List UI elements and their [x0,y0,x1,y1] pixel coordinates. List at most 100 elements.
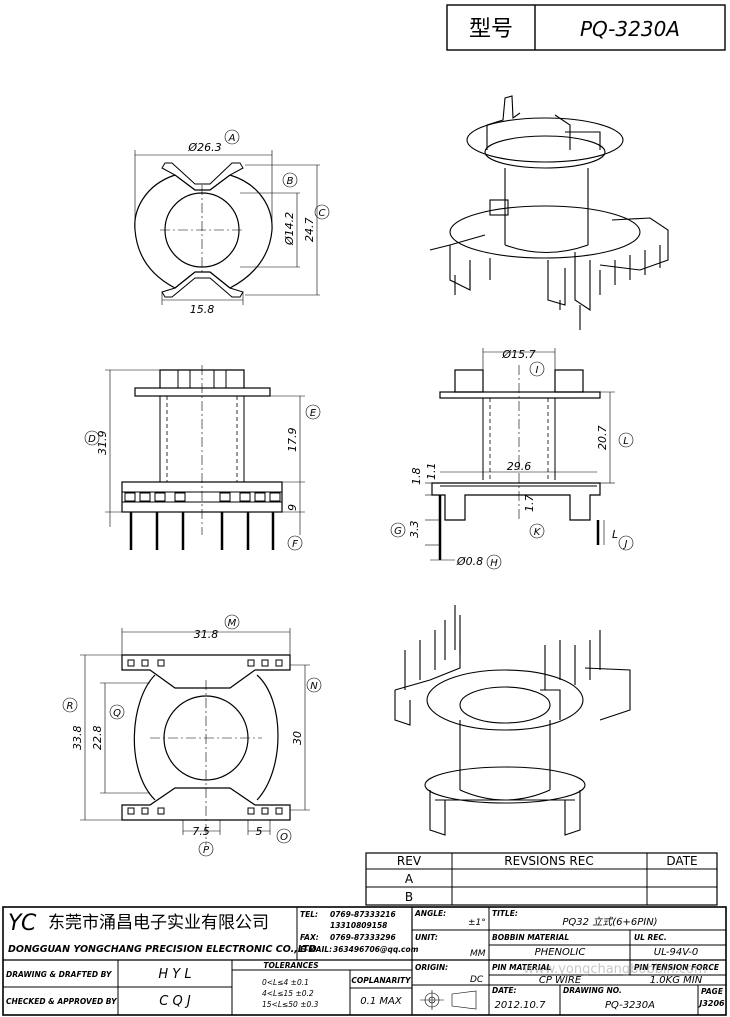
callout-i: I [536,365,539,376]
coplan-val: 0.1 MAX [360,996,403,1007]
company-logo: YC [8,911,37,936]
callout-r: R [67,701,74,712]
dim-bottom-inner: 22.8 [91,726,104,751]
bottom-view: 31.8 33.8 22.8 30 7.5 5 M N R Q P O [62,614,322,857]
dim-bottom-height: 33.8 [71,726,84,751]
checked-label: CHECKED & APPROVED BY [6,997,118,1006]
dim-bottom-pitch2: 5 [256,825,263,838]
revision-table: REV REVSIONS REC DATE A B [365,852,718,906]
ul-val: UL-94V-0 [654,947,698,958]
email: 363496706@qq.com [333,945,419,954]
dim-b: Ø14.2 [283,212,296,246]
tel1: 0769-87333216 [330,910,396,919]
title-val: PQ32 立式(6+6PIN) [562,916,657,928]
tel2: 13310809158 [330,921,387,930]
unit-val: MM [470,949,486,959]
pin-tension-val: 1.0KG MIN [650,975,703,986]
dim-side-17: 1.7 [523,495,536,513]
date-label: DATE: [492,986,517,995]
bobbin-label: BOBBIN MATERIAL [492,933,569,942]
header-box: 型号 PQ-3230A [446,4,726,51]
pin-mat-val: CP WIRE [539,975,582,986]
callout-n: N [310,681,318,692]
company-cn: 东莞市涌昌电子实业有限公司 [48,913,269,933]
origin-label: ORIGIN: [415,963,448,972]
checked-val: C Q J [159,994,191,1009]
drawn-label: DRAWING & DRAFTED BY [6,970,113,979]
dim-a: Ø26.3 [187,141,221,154]
dim-side-11: 1.1 [425,463,438,481]
dim-bottom-base: 30 [291,731,304,745]
date-val: 2012.10.7 [495,1000,547,1011]
dim-bottom-pitch1: 7.5 [192,825,210,838]
pin-mat-label: PIN MATERIAL [492,963,551,972]
dim-side-bore: Ø15.7 [501,348,535,361]
ul-label: UL REC. [634,933,667,942]
pin-tension-label: PIN TENSION FORCE [634,963,720,972]
rec-header: REVSIONS REC [504,854,593,868]
tol3: 15<L≤50 ±0.3 [262,1000,319,1009]
callout-b: B [287,176,294,187]
tel-label: TEL: [300,910,318,919]
callout-j: J [623,539,628,550]
angle-val: ±1° [468,918,486,928]
origin-val: DC [470,975,484,985]
callout-k: K [534,527,542,538]
iso-view-top [429,95,669,330]
fax: 0769-87333296 [330,933,396,942]
side-view: Ø15.7 20.7 29.6 1.8 1.1 1.7 3.3 Ø0.8 L I… [390,348,634,570]
title-label: TITLE: [492,909,518,918]
rev-row-a: A [405,872,414,886]
dim-bottom-width: 31.8 [194,628,219,641]
dim-front-winding: 17.9 [286,428,299,453]
page-val: J3206 [697,999,725,1008]
dim-side-33: 3.3 [408,521,421,539]
callout-c: C [319,208,326,219]
page-label: PAGE [701,987,724,996]
dim-front-height: 31.9 [96,431,109,456]
drawing-no-label: DRAWING NO. [563,986,622,995]
dim-d: 15.8 [190,303,215,316]
rev-row-b: B [405,890,413,904]
tol2: 4<L≤15 ±0.2 [262,989,314,998]
dim-side-width: 29.6 [507,460,532,473]
watermark: www.yongchangbobbin.com [523,962,706,977]
rev-header: REV [397,854,422,868]
company-en: DONGGUAN YONGCHANG PRECISION ELECTRONIC … [8,944,317,955]
tol-label: TOLERANCES [263,961,318,970]
svg-text:L: L [612,528,618,541]
unit-label: UNIT: [415,933,438,942]
dim-side-pin: Ø0.8 [456,555,483,568]
drawing-no-val: PQ-3230A [605,1000,655,1011]
callout-p: P [203,845,210,856]
top-view: Ø26.3 Ø14.2 24.7 15.8 A B C [134,129,330,316]
front-view: 31.9 17.9 9 D E F [84,365,321,551]
dim-front-pin: 9 [286,504,299,511]
coplan-label: COPLANARITY [351,976,412,985]
drawn-val: H Y L [158,967,191,982]
dim-c: 24.7 [303,218,316,243]
callout-q: Q [113,708,121,719]
callout-e: E [310,408,317,419]
callout-f: F [292,539,298,550]
callout-m: M [228,618,237,629]
tol1: 0<L≤4 ±0.1 [262,978,309,987]
callout-l: L [623,436,629,447]
projection-symbol-icon [420,990,477,1010]
dim-side-18: 1.8 [410,468,423,486]
callout-o: O [280,832,288,843]
title-block: YC 东莞市涌昌电子实业有限公司 DONGGUAN YONGCHANG PREC… [2,906,727,1016]
date-header: DATE [666,854,697,868]
callout-h: H [490,558,498,569]
callout-g: G [394,526,402,537]
fax-label: FAX: [300,933,319,942]
bobbin-val: PHENOLIC [535,947,586,958]
callout-d: D [88,434,96,445]
iso-view-bottom [394,605,631,836]
angle-label: ANGLE: [414,909,446,918]
callout-a: A [228,133,236,144]
header-type-label: 型号 [469,17,513,42]
email-label: E-MAIL: [300,945,332,954]
dim-side-height: 20.7 [596,426,609,451]
